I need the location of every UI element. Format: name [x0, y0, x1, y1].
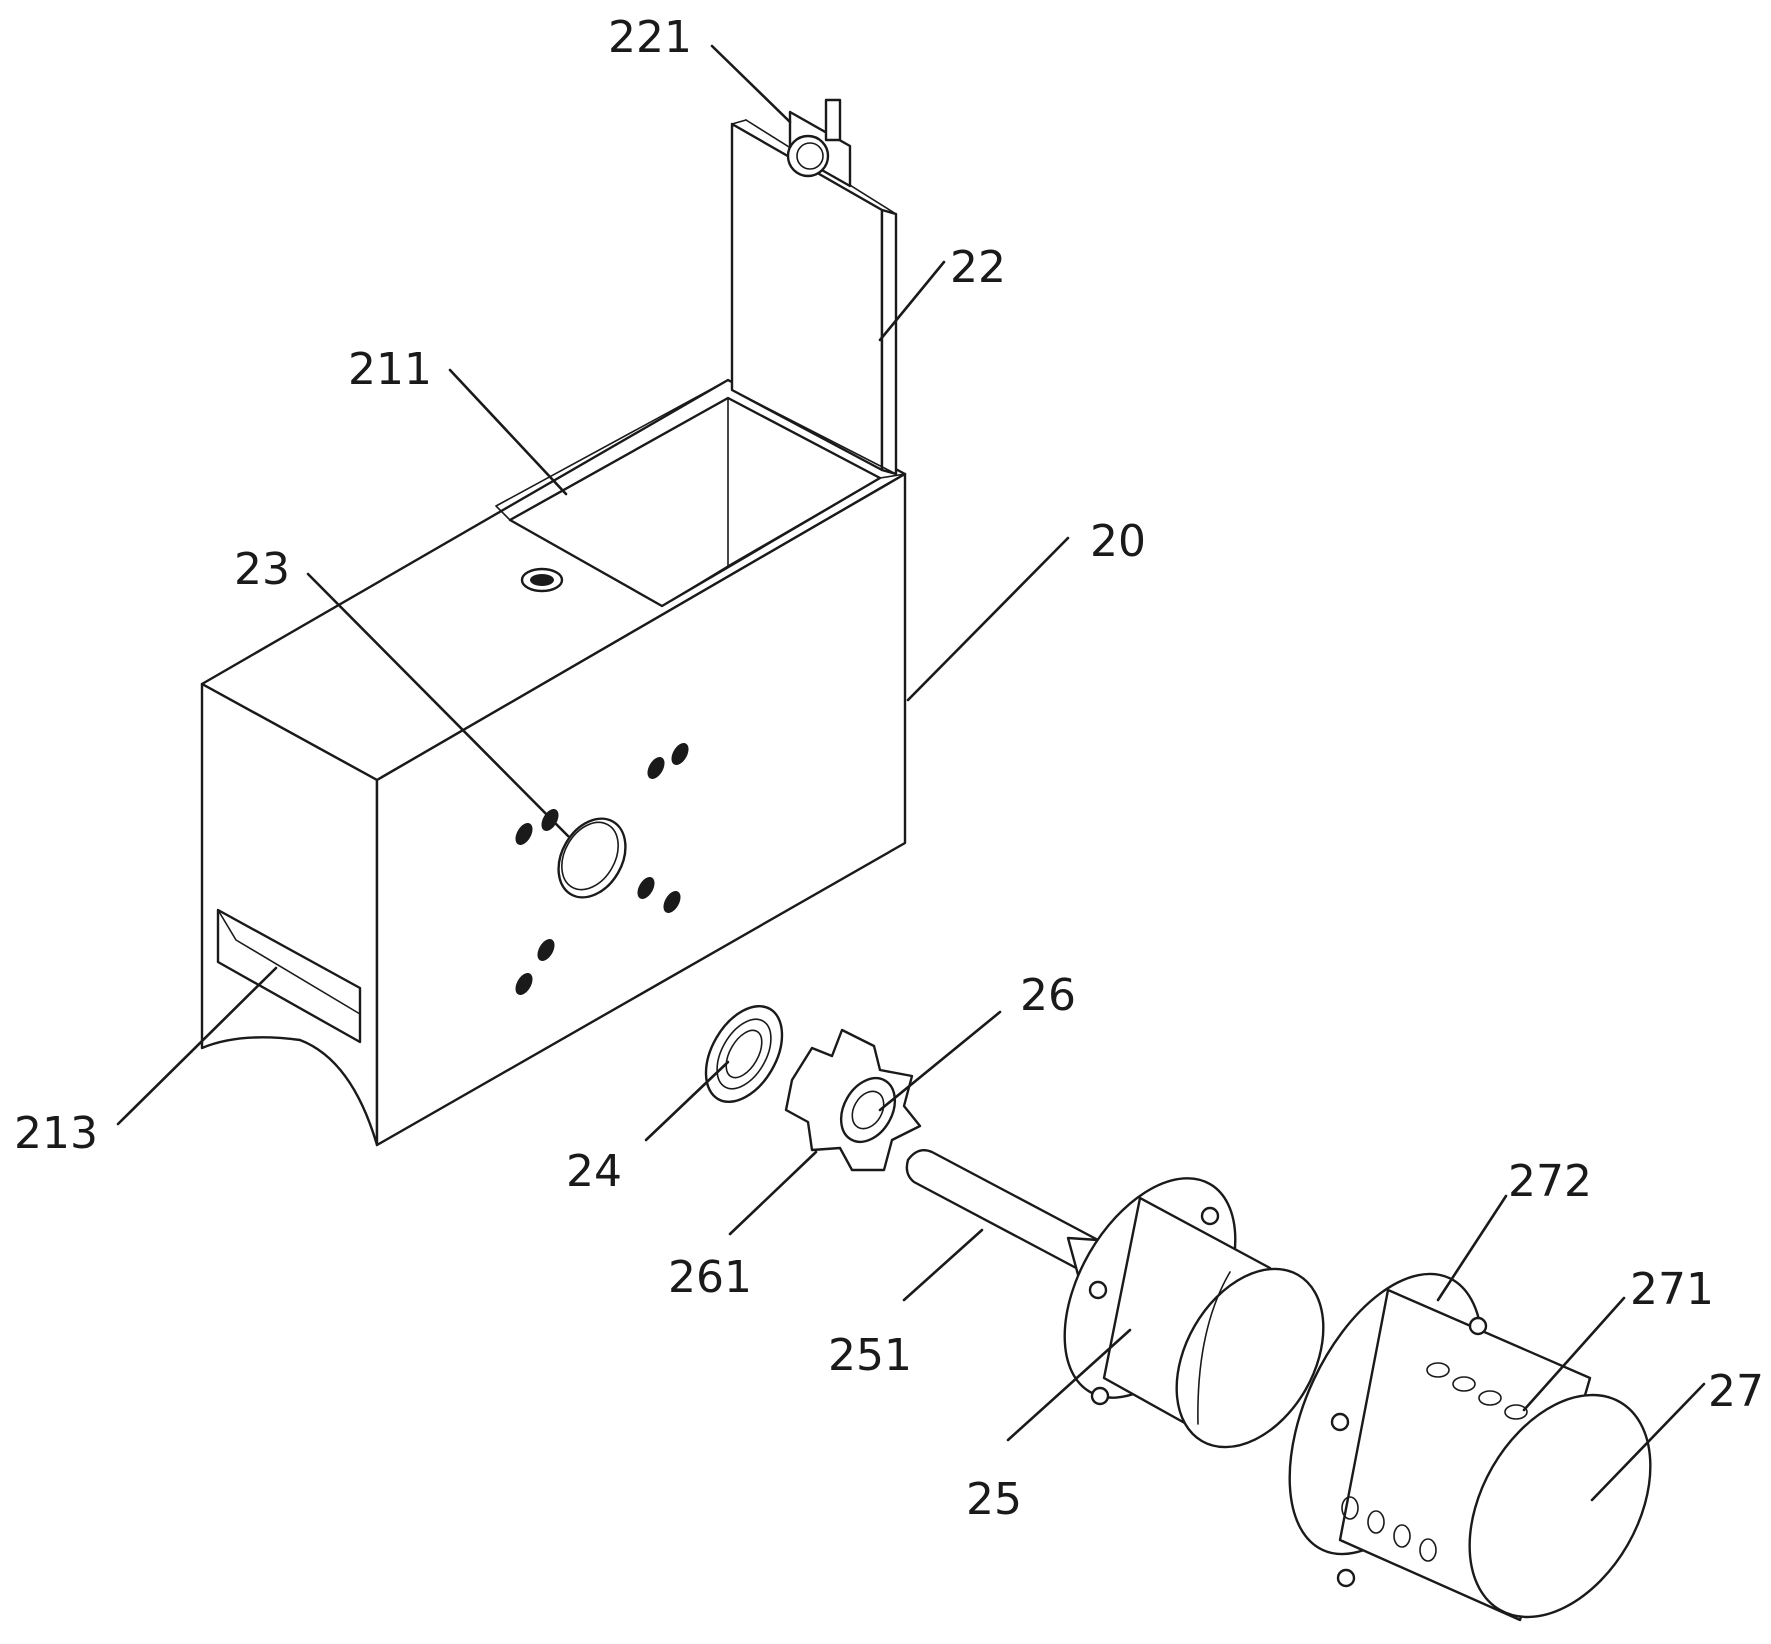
lid-edge	[880, 208, 898, 476]
leader-213	[116, 966, 278, 1126]
shaft-hole-inner	[561, 821, 619, 891]
label-221: 221	[608, 12, 692, 63]
leader-27	[1590, 1382, 1706, 1502]
label-20: 20	[1090, 516, 1146, 567]
motor-cover	[1288, 1272, 1652, 1622]
housing-front-face	[375, 472, 907, 1147]
leader-272	[1436, 1194, 1508, 1302]
lid-top-edge	[731, 119, 747, 125]
label-271: 271	[1630, 1264, 1714, 1315]
top-boss-hole	[520, 567, 564, 593]
leader-24	[644, 1060, 730, 1142]
label-251: 251	[828, 1330, 912, 1381]
label-213: 213	[14, 1108, 98, 1159]
leader-lines	[116, 44, 1706, 1502]
lid	[730, 98, 898, 476]
leader-221	[710, 44, 792, 124]
label-211: 211	[348, 344, 432, 395]
opening-inner-back	[727, 477, 881, 567]
label-23: 23	[234, 544, 290, 595]
motor-shaft	[905, 1149, 1100, 1272]
leader-271	[1522, 1296, 1626, 1412]
leader-211	[448, 368, 568, 496]
label-25: 25	[966, 1474, 1022, 1525]
motor-end-cap	[1175, 1267, 1325, 1449]
opening-inner-bottom	[661, 565, 729, 607]
label-24: 24	[566, 1146, 622, 1197]
leader-26	[878, 1010, 1002, 1112]
leader-23	[306, 572, 570, 838]
impeller-hub	[839, 1077, 897, 1143]
impeller	[784, 1028, 922, 1172]
leader-20	[906, 536, 1070, 702]
leader-22	[878, 260, 946, 342]
bearing	[704, 1005, 784, 1103]
label-272: 272	[1508, 1156, 1592, 1207]
housing-left-face	[200, 682, 379, 1147]
part-labels: 221 22 211 20 23 213 24 26 261 251 25 27…	[14, 12, 1764, 1525]
label-26: 26	[1020, 970, 1076, 1021]
cover-end-cap	[1468, 1393, 1652, 1619]
discharge-slot-inner	[217, 909, 361, 1015]
motor-flange-screws	[1088, 1206, 1220, 1406]
lid-hinge	[731, 389, 897, 475]
leader-261	[728, 1150, 818, 1236]
housing-box	[200, 378, 907, 1147]
motor	[905, 1149, 1325, 1449]
shaft-hole	[557, 817, 627, 899]
leader-251	[902, 1228, 984, 1302]
discharge-slot	[216, 908, 362, 1044]
label-27: 27	[1708, 1366, 1764, 1417]
motor-band	[1197, 1271, 1231, 1425]
cover-vent-holes	[1341, 1362, 1528, 1562]
label-261: 261	[668, 1252, 752, 1303]
top-boss-hole-inner	[530, 574, 554, 586]
leader-25	[1006, 1328, 1132, 1442]
mounting-holes	[515, 743, 689, 995]
cover-flange-screws	[1330, 1316, 1488, 1588]
lid-latch	[786, 98, 852, 188]
label-22: 22	[950, 242, 1006, 293]
